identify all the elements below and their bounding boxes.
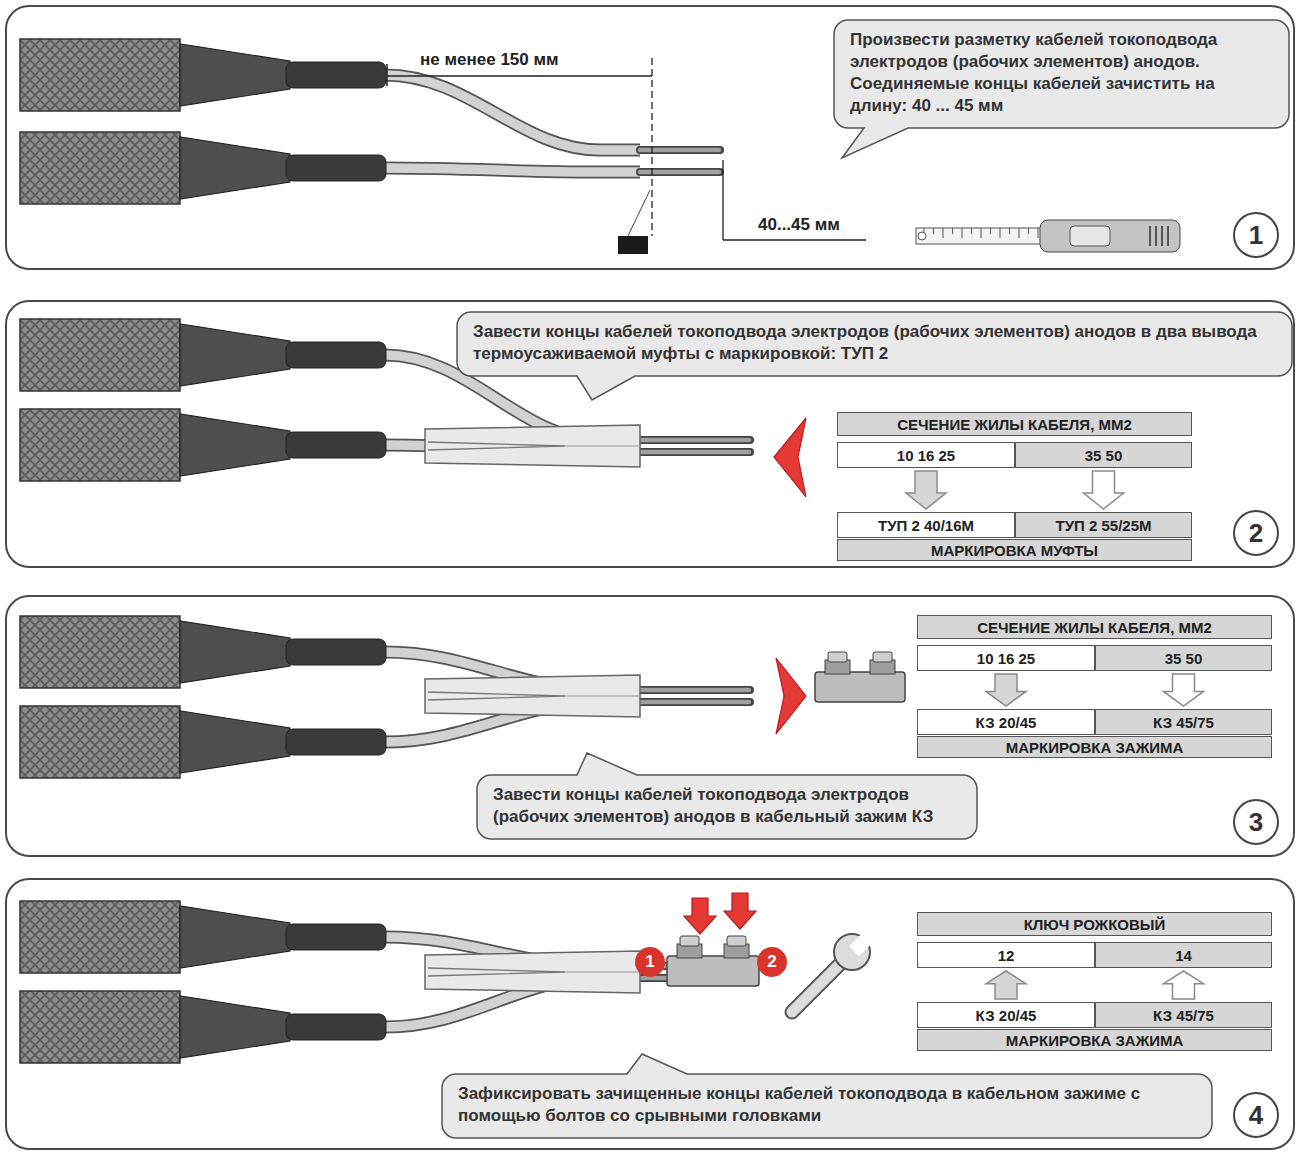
- dimension-label: 40...45 мм: [758, 215, 840, 235]
- cable-clamp: [815, 652, 905, 702]
- cable-core: [640, 440, 750, 441]
- table-arrow: [986, 971, 1026, 999]
- cell-text: МАРКИРОВКА МУФТЫ: [931, 542, 1098, 559]
- step-panel: 1 Произвести разметку кабелей токоподвода…: [5, 5, 1295, 270]
- dimension-lines: [387, 58, 866, 254]
- step-number: 2: [1233, 510, 1279, 556]
- open-end-wrench: [792, 929, 876, 1012]
- cell-text: ТУП 2 40/16М: [878, 517, 974, 534]
- table-cell: МАРКИРОВКА ЗАЖИМА: [917, 1029, 1272, 1051]
- heat-shrink-sleeve: [425, 951, 640, 993]
- instruction-text: Завести концы кабелей токоподвода электр…: [457, 312, 1292, 374]
- step-panel: 2 Завести концы кабелей токоподвода элект…: [5, 300, 1295, 568]
- bubble-outline: [834, 20, 1289, 158]
- cell-text: СЕЧЕНИЕ ЖИЛЫ КАБЕЛЯ, ММ2: [977, 619, 1212, 636]
- step-panel: 3 СЕЧЕНИЕ ЖИЛЫ КАБЕЛЯ, ММ2 10 16 25 35 50 КЗ…: [5, 595, 1295, 857]
- table-cell: 35 50: [1095, 645, 1272, 671]
- callout-bubble: Завести концы кабелей токоподвода электр…: [457, 312, 1292, 376]
- table-arrow: [1084, 471, 1124, 509]
- table-cell: МАРКИРОВКА МУФТЫ: [837, 539, 1192, 561]
- cell-text: МАРКИРОВКА ЗАЖИМА: [1006, 1032, 1184, 1049]
- table-cell: КЗ 45/75: [1095, 709, 1272, 735]
- callout-bubble: Завести концы кабелей токоподвода электр…: [477, 775, 977, 839]
- insert-arrow: [776, 658, 806, 734]
- heat-shrink-sleeve: [425, 425, 640, 467]
- cell-text: 10 16 25: [977, 650, 1035, 667]
- table-cell: ТУП 2 55/25М: [1015, 512, 1192, 538]
- cable-clamp: [667, 936, 759, 986]
- cell-text: 14: [1175, 947, 1192, 964]
- step-number: 4: [1233, 1092, 1279, 1138]
- table-cell: 14: [1095, 942, 1272, 968]
- bubble-outline: [457, 312, 1292, 400]
- callout-number: 2: [757, 947, 787, 977]
- table-cell: МАРКИРОВКА ЗАЖИМА: [917, 736, 1272, 758]
- dimension-label: не менее 150 мм: [420, 50, 559, 70]
- table-cell: КЗ 20/45: [917, 709, 1095, 735]
- callout-bubble: Зафиксировать зачищенные концы кабелей т…: [442, 1074, 1212, 1138]
- table-cell: 12: [917, 942, 1095, 968]
- cable-core: [640, 702, 750, 703]
- step-panel: 4КЛЮЧ РОЖКОВЫЙ1214КЗ 20/45КЗ 45/75МАРКИР…: [5, 878, 1295, 1150]
- cell-text: КЗ 45/75: [1153, 1007, 1214, 1024]
- cell-text: МАРКИРОВКА ЗАЖИМА: [1006, 739, 1184, 756]
- table-cell: ТУП 2 40/16М: [837, 512, 1015, 538]
- insert-arrow: [774, 418, 806, 497]
- cell-text: КЗ 20/45: [976, 1007, 1037, 1024]
- bubble-outline: [442, 1054, 1212, 1138]
- callout-number: 1: [635, 947, 665, 977]
- table-arrow: [1164, 971, 1204, 999]
- table-cell: КЗ 20/45: [917, 1002, 1095, 1028]
- cell-text: КЛЮЧ РОЖКОВЫЙ: [1024, 916, 1166, 933]
- table-cell: 10 16 25: [837, 442, 1015, 468]
- step-number: 3: [1233, 799, 1279, 845]
- tighten-arrow: [684, 898, 716, 934]
- cell-text: КЗ 20/45: [976, 714, 1037, 731]
- tighten-arrow: [724, 893, 756, 929]
- heat-shrink-sleeve: [425, 675, 640, 717]
- cable-core: [640, 690, 750, 691]
- table-arrow: [1164, 674, 1204, 706]
- table-arrow: [906, 471, 946, 509]
- table-cell: СЕЧЕНИЕ ЖИЛЫ КАБЕЛЯ, ММ2: [837, 412, 1192, 436]
- instruction-text: Завести концы кабелей токоподвода электр…: [477, 775, 977, 837]
- tape-measure: [916, 220, 1180, 252]
- cell-text: ТУП 2 55/25М: [1056, 517, 1152, 534]
- anode-cable: [20, 409, 640, 481]
- table-cell: 35 50: [1015, 442, 1192, 468]
- anode-cable: [20, 132, 640, 204]
- cable-core: [640, 452, 750, 453]
- cell-text: СЕЧЕНИЕ ЖИЛЫ КАБЕЛЯ, ММ2: [897, 416, 1132, 433]
- cell-text: КЗ 45/75: [1153, 714, 1214, 731]
- step-number: 1: [1233, 212, 1279, 258]
- instruction-text: Произвести разметку кабелей токоподвода …: [834, 20, 1289, 126]
- table-arrow: [986, 674, 1026, 706]
- table-cell: СЕЧЕНИЕ ЖИЛЫ КАБЕЛЯ, ММ2: [917, 615, 1272, 639]
- table-cell: КЗ 45/75: [1095, 1002, 1272, 1028]
- callout-bubble: Произвести разметку кабелей токоподвода …: [834, 20, 1289, 128]
- cell-text: 10 16 25: [897, 447, 955, 464]
- bubble-outline: [477, 753, 977, 839]
- table-cell: 10 16 25: [917, 645, 1095, 671]
- table-cell: КЛЮЧ РОЖКОВЫЙ: [917, 912, 1272, 936]
- cell-text: 35 50: [1085, 447, 1123, 464]
- cell-text: 35 50: [1165, 650, 1203, 667]
- instruction-text: Зафиксировать зачищенные концы кабелей т…: [442, 1074, 1212, 1136]
- cell-text: 12: [998, 947, 1015, 964]
